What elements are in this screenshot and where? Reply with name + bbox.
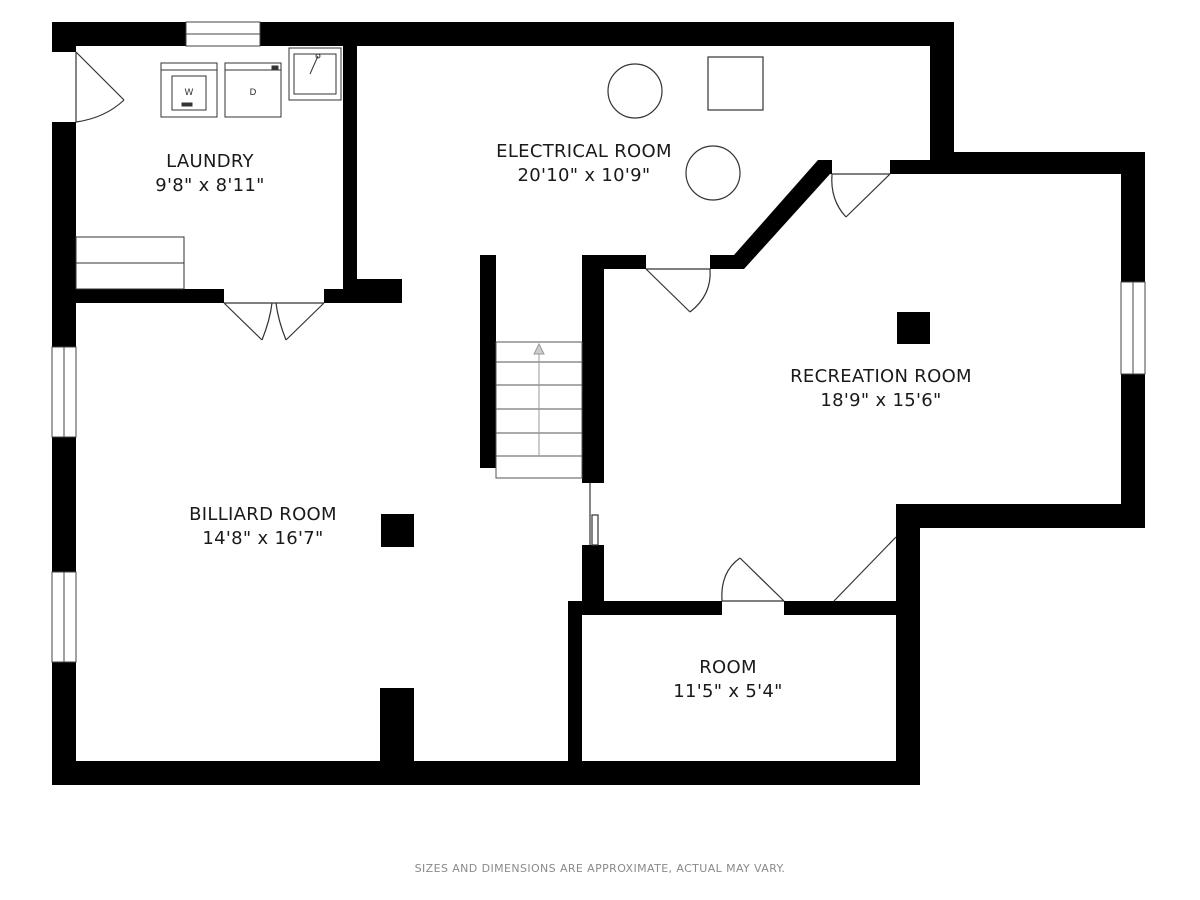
recreation-dims: 18'9" x 15'6" [820,390,941,411]
laundry-dims: 9'8" x 8'11" [155,175,264,196]
support-column-billiard [381,514,414,547]
water-heater-tank [607,63,663,119]
dryer-label: D [250,88,257,98]
room-dims: 11'5" x 5'4" [673,681,782,702]
pressure-tank [685,145,741,201]
washer [160,62,218,118]
windows [51,21,1146,663]
billiard-dims: 14'8" x 16'7" [202,528,323,549]
electrical-name: ELECTRICAL ROOM [496,141,672,162]
furnace-unit [707,56,764,111]
laundry-fixtures [75,47,342,290]
utility-sink [288,47,342,101]
staircase [495,341,583,479]
laundry-name: LAUNDRY [166,151,254,172]
room-name: ROOM [699,657,757,678]
electrical-equipment [607,56,764,201]
washer-label: W [185,88,194,98]
recreation-name: RECREATION ROOM [790,366,972,387]
electrical-dims: 20'10" x 10'9" [518,165,651,186]
support-column-recreation [897,312,930,344]
stair-arrow-icon [533,342,545,355]
billiard-name: BILLIARD ROOM [189,504,337,525]
disclaimer-text: SIZES AND DIMENSIONS ARE APPROXIMATE, AC… [415,862,786,875]
doors [52,51,897,615]
laundry-shelf [75,236,185,290]
dryer [224,62,282,118]
